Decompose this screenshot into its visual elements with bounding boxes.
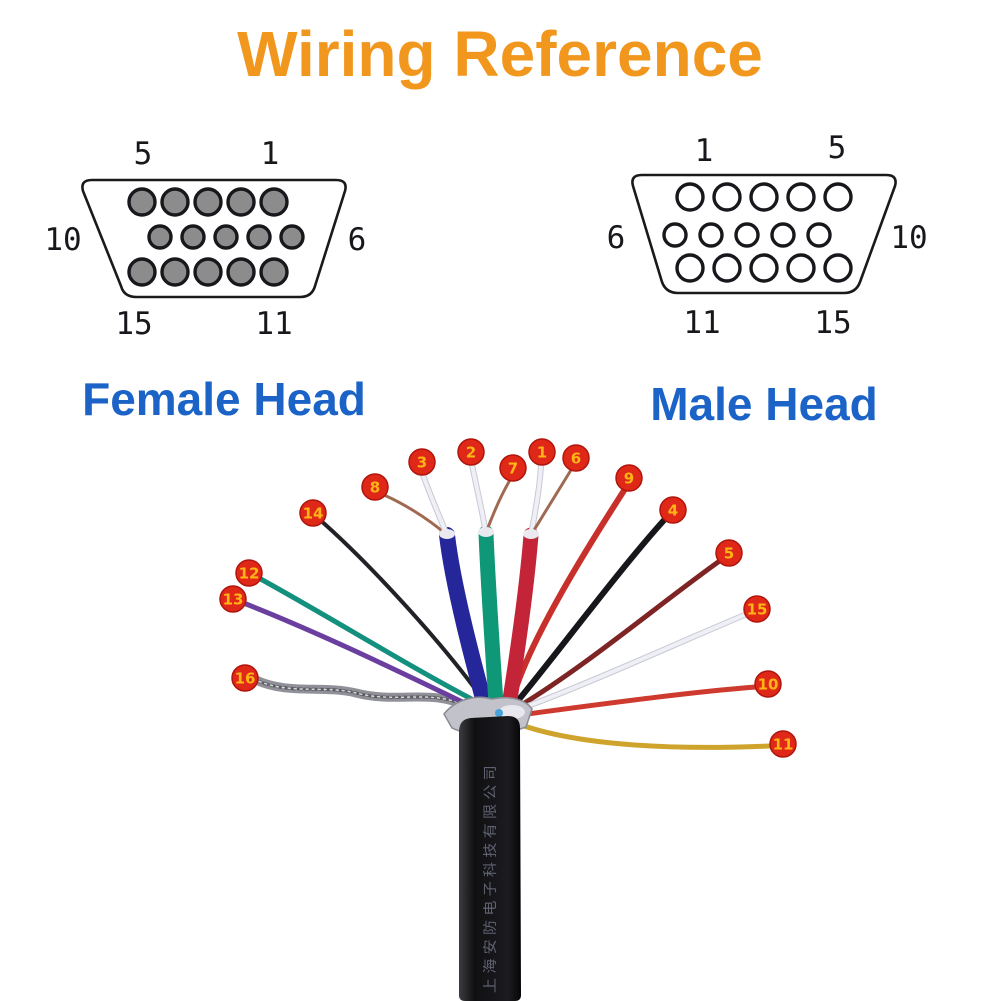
wire-badge-number: 14 [303,505,324,523]
jacket-body [459,716,521,1001]
wire-badge-4: 4 [659,496,687,524]
wire-8 [382,493,449,537]
wire-badge-11: 11 [769,730,797,758]
wire-badge-12: 12 [235,559,263,587]
wire-badge-number: 16 [235,670,256,688]
male-pin-label-top-left: 1 [695,133,714,169]
wire-13 [238,599,478,711]
wire-badge-number: 10 [758,676,779,694]
male-pin-label-bottom-left: 11 [683,305,720,341]
wire-badge-number: 7 [508,460,518,478]
female-pin-label-mid-left: 10 [44,222,81,258]
wire-14 [317,517,486,703]
male-pin-label-mid-left: 6 [607,220,626,256]
female-caption: Female Head [82,373,366,425]
male-pin-label-bottom-right: 15 [814,305,851,341]
wire-badge-number: 15 [747,601,768,619]
cable-print-text: 上海安防电子科技有限公司 [483,761,499,993]
wire-badge-6: 6 [562,444,590,472]
wire-4 [513,515,669,706]
wire-badge-14: 14 [299,499,327,527]
wire-3 [421,473,449,537]
wire-badge-number: 3 [417,454,427,472]
female-pin-label-bottom-left: 15 [115,306,152,342]
wire-badge-5: 5 [715,539,743,567]
wire-16 [255,679,469,708]
coax-cut-tips [439,527,539,539]
wire-badge-2: 2 [457,438,485,466]
wire-badge-number: 4 [668,502,678,520]
cable-jacket: 上海安防电子科技有限公司 [443,696,533,1001]
wire-badge-7: 7 [499,454,527,482]
wire-badge-number: 6 [571,450,581,468]
male-pin-label-top-right: 5 [828,130,847,166]
wire-11 [503,716,773,750]
wire-badge-10: 10 [754,670,782,698]
wire-green-coax-jacket [478,525,505,727]
wire-badge-number: 2 [466,444,476,462]
wire-2 [470,463,488,535]
male-pin-label-mid-right: 10 [890,220,927,256]
wire-badge-number: 8 [370,479,380,497]
wire-badge-number: 9 [624,470,634,488]
female-pin-label-top-right: 1 [261,136,280,172]
cut-insulation-band [499,705,525,719]
wire-badge-1: 1 [528,438,556,466]
wire-15 [513,612,749,713]
wire-6 [529,468,573,537]
wire-badge-15: 15 [743,595,771,623]
wire-badge-number: 13 [223,591,244,609]
wire-badge-number: 5 [724,545,734,563]
female-pins [127,187,305,287]
wire-red-coax-jacket [499,527,539,726]
wire-badge-3: 3 [408,448,436,476]
female-pin-label-mid-right: 6 [348,222,367,258]
wire-badge-number: 1 [537,444,547,462]
wire-7 [484,478,512,535]
wire-12 [254,574,482,706]
blue-tape-mark [495,709,503,717]
wire-10 [509,684,759,719]
wire-badge-16: 16 [231,664,259,692]
wire-badge-13: 13 [219,585,247,613]
wire-badge-number: 11 [773,736,794,754]
wire-badge-number: 12 [239,565,260,583]
female-pin-label-top-left: 5 [134,136,153,172]
male-pins [662,182,853,283]
female-pin-label-bottom-right: 11 [255,306,292,342]
female-connector-diagram: 5 1 10 6 15 11 [44,136,366,342]
male-connector-diagram: 1 5 6 10 11 15 [607,130,928,341]
page-title: Wiring Reference [237,18,763,90]
wire-badge-9: 9 [615,464,643,492]
wire-badge-8: 8 [361,473,389,501]
wire-1 [529,463,543,537]
male-caption: Male Head [650,378,878,430]
wire-5 [515,557,724,710]
